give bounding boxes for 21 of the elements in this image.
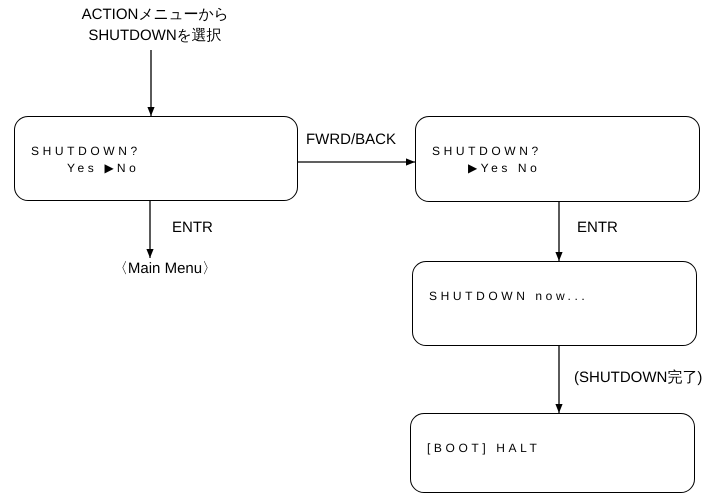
step-text: 〈Main Menu〉 xyxy=(100,258,230,279)
screen-text: [BOOT] HALT xyxy=(427,440,540,457)
arrow xyxy=(146,201,154,258)
arrow xyxy=(555,202,563,261)
screen-text: SHUTDOWN? xyxy=(31,143,141,160)
screen-text: SHUTDOWN now... xyxy=(429,288,588,305)
arrow xyxy=(298,158,415,166)
lcd-screen-box xyxy=(415,116,700,202)
lcd-screen-box xyxy=(410,413,695,493)
edge-label: (SHUTDOWN完了) xyxy=(574,368,702,388)
edge-label: ENTR xyxy=(577,218,618,238)
screen-text: ▶Yes No xyxy=(468,160,540,177)
screen-text: Yes ▶No xyxy=(67,160,140,177)
arrow xyxy=(147,50,155,116)
lcd-screen-box xyxy=(412,261,697,346)
edge-label: FWRD/BACK xyxy=(306,130,396,150)
step-text: ACTIONメニューからSHUTDOWNを選択 xyxy=(70,4,240,46)
edge-label: ENTR xyxy=(172,218,213,238)
lcd-screen-box xyxy=(14,116,298,201)
screen-text: SHUTDOWN? xyxy=(432,143,542,160)
arrow xyxy=(555,346,563,413)
